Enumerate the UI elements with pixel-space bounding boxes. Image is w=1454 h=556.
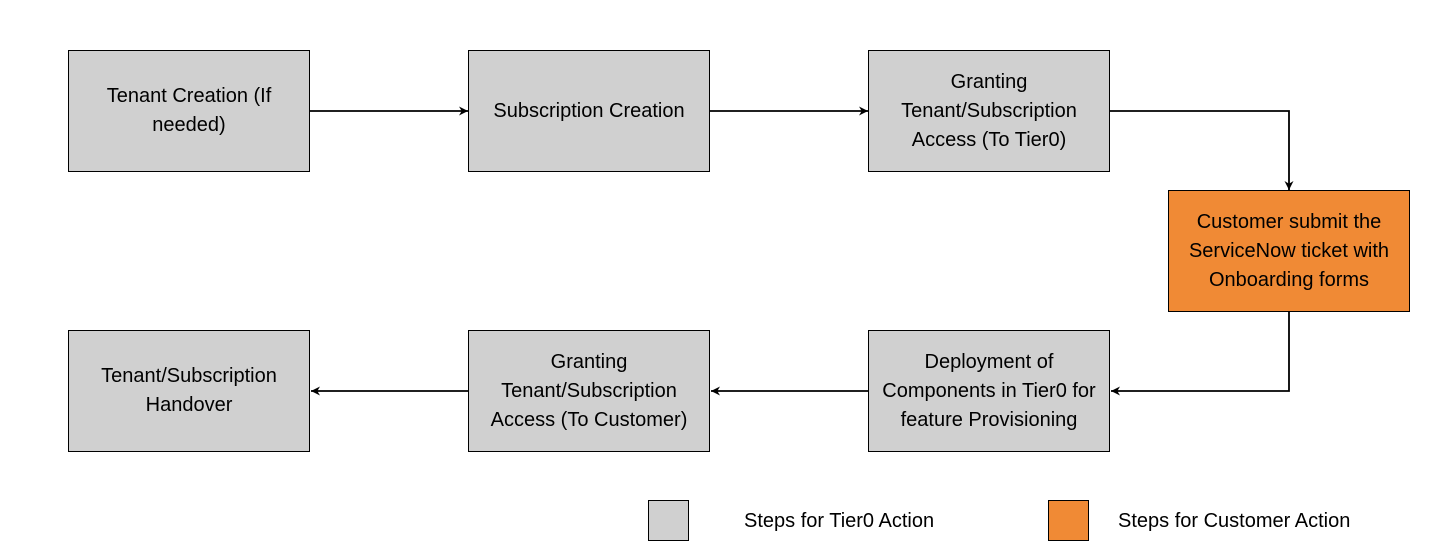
legend-customer-swatch xyxy=(1048,500,1089,541)
arrow-customer-ticket-to-deployment xyxy=(1111,312,1290,396)
legend-tier0-label: Steps for Tier0 Action xyxy=(744,510,935,532)
deployment-label: Deployment of Components in Tier0 for fe… xyxy=(882,350,1096,431)
customer-ticket-node: Customer submit the ServiceNow ticket wi… xyxy=(1168,190,1410,312)
granting-access-customer-node: Granting Tenant/Subscription Access (To … xyxy=(468,330,710,452)
handover-label: Tenant/Subscription Handover xyxy=(101,365,277,416)
handover-node: Tenant/Subscription Handover xyxy=(68,330,310,452)
subscription-creation-label: Subscription Creation xyxy=(493,99,685,122)
deployment-node: Deployment of Components in Tier0 for fe… xyxy=(868,330,1110,452)
legend-tier0-swatch xyxy=(648,500,689,541)
granting-access-tier0-node: Granting Tenant/Subscription Access (To … xyxy=(868,50,1110,172)
subscription-creation-node: Subscription Creation xyxy=(468,50,710,172)
customer-ticket-label: Customer submit the ServiceNow ticket wi… xyxy=(1188,210,1390,291)
arrow-granting-tier0-to-customer-ticket xyxy=(1110,110,1294,190)
tenant-creation-label: Tenant Creation (If needed) xyxy=(106,85,272,136)
legend-customer-label: Steps for Customer Action xyxy=(1118,510,1351,532)
tenant-creation-node: Tenant Creation (If needed) xyxy=(68,50,310,172)
granting-access-customer-label: Granting Tenant/Subscription Access (To … xyxy=(490,350,688,431)
granting-access-tier0-label: Granting Tenant/Subscription Access (To … xyxy=(901,70,1077,151)
